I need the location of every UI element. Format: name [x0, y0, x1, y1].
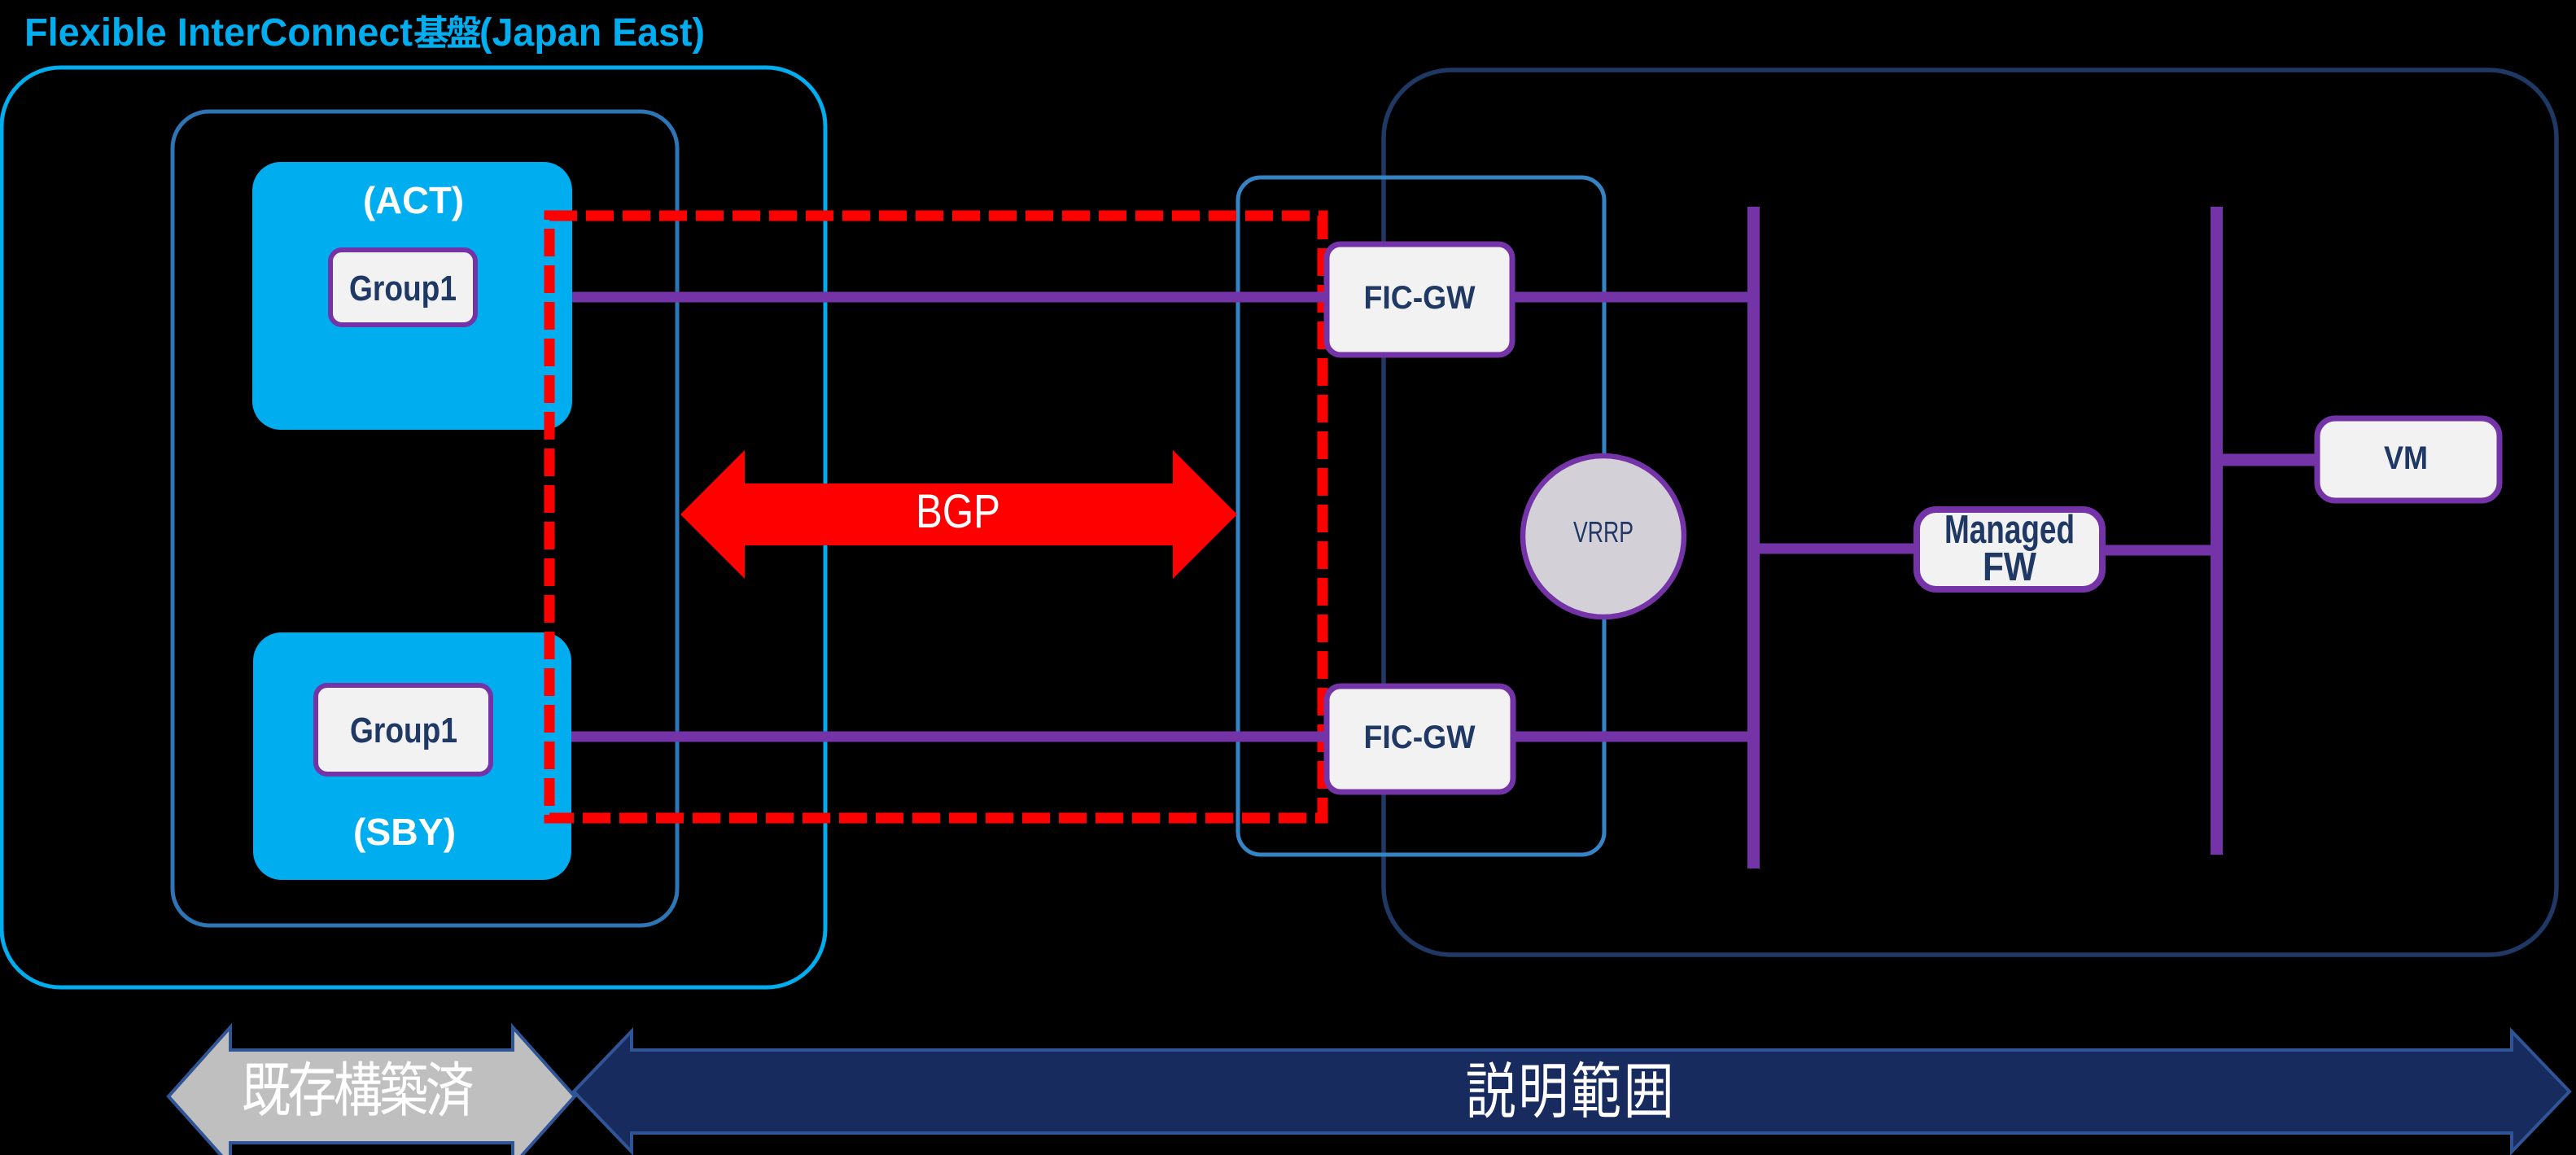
svg-text:Managed: Managed: [1944, 508, 2075, 552]
svg-text:BGP: BGP: [916, 485, 1000, 538]
svg-text:FIC-GW: FIC-GW: [1364, 280, 1476, 316]
svg-text:(SBY): (SBY): [353, 811, 456, 853]
svg-text:(Japan East): (Japan East): [479, 11, 705, 55]
svg-text:VM: VM: [2384, 440, 2428, 476]
svg-text:FIC-GW: FIC-GW: [1364, 720, 1476, 755]
svg-text:FW: FW: [1983, 545, 2037, 589]
svg-text:Group1: Group1: [349, 269, 457, 308]
svg-text:Group1: Group1: [350, 711, 457, 750]
svg-text:VRRP: VRRP: [1573, 515, 1634, 549]
svg-text:(ACT): (ACT): [363, 179, 464, 221]
svg-text:Flexible InterConnect: Flexible InterConnect: [24, 11, 413, 55]
